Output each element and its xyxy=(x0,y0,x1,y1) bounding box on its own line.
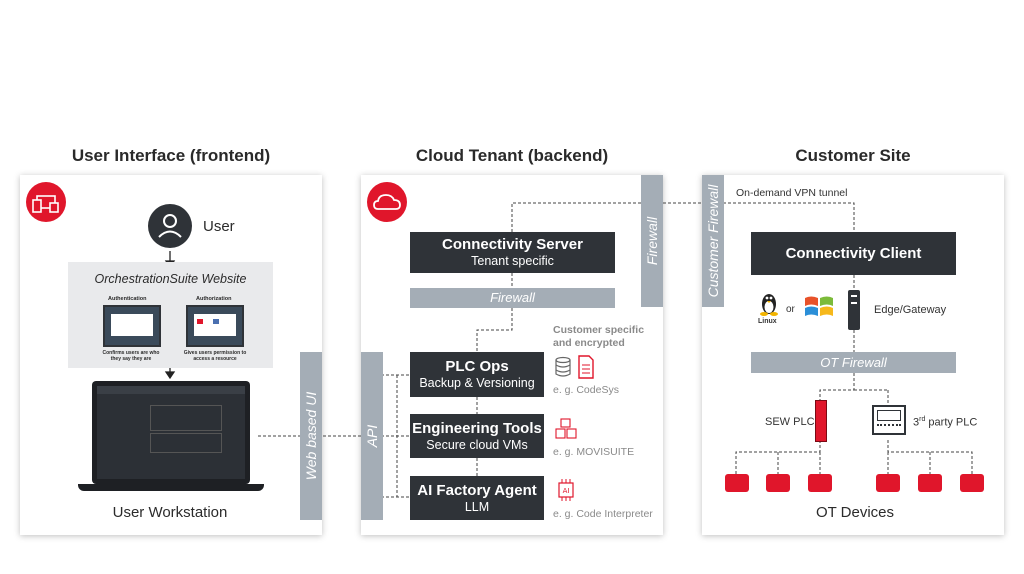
example-codesys: e. g. CodeSys xyxy=(553,384,619,396)
connectivity-server-title: Connectivity Server xyxy=(442,236,583,253)
vpn-tunnel-label: On-demand VPN tunnel xyxy=(736,187,848,199)
engineering-tools-title: Engineering Tools xyxy=(412,420,542,437)
website-title: OrchestrationSuite Website xyxy=(94,272,247,286)
user-label: User xyxy=(203,218,235,235)
backend-cloud-badge xyxy=(367,182,407,222)
authz-caption: Gives users permission to access a resou… xyxy=(183,350,247,362)
third-party-plc-device xyxy=(872,405,906,435)
web-ui-label: Web based UI xyxy=(303,391,319,481)
authz-monitor xyxy=(186,305,244,347)
laptop-app-screenshot xyxy=(97,386,245,479)
api-label: API xyxy=(364,424,380,448)
user-icon xyxy=(158,214,182,238)
engineering-tools-subtitle: Secure cloud VMs xyxy=(426,438,528,452)
plc-ops-box: PLC Ops Backup & Versioning xyxy=(410,352,544,397)
frontend-column-title: User Interface (frontend) xyxy=(71,146,271,165)
connectivity-client-title: Connectivity Client xyxy=(785,245,922,262)
ai-chip-icon: AI xyxy=(558,479,574,501)
customer-column-title: Customer Site xyxy=(795,146,911,165)
backend-firewall-horizontal: Firewall xyxy=(410,288,615,308)
ai-factory-agent-subtitle: LLM xyxy=(464,500,490,514)
backend-column-title: Cloud Tenant (backend) xyxy=(415,146,609,165)
connectivity-server-box: Connectivity Server Tenant specific xyxy=(410,232,615,273)
customer-specific-note: Customer specific and encrypted xyxy=(553,324,645,349)
customer-firewall-bar: Customer Firewall xyxy=(702,175,724,307)
ot-device-motor-1 xyxy=(725,474,749,492)
plc-ops-title: PLC Ops xyxy=(445,358,509,375)
laptop-base xyxy=(78,484,264,491)
backend-firewall-vertical: Firewall xyxy=(641,175,663,307)
ai-factory-agent-title: AI Factory Agent xyxy=(417,482,537,499)
user-avatar xyxy=(148,204,192,248)
database-icon xyxy=(555,356,571,377)
customer-firewall-label: Customer Firewall xyxy=(705,184,721,298)
ot-device-motor-6 xyxy=(960,474,984,492)
laptop-screen xyxy=(92,381,250,484)
windows-icon xyxy=(805,296,833,316)
ot-firewall-bar: OT Firewall xyxy=(751,352,956,373)
ot-device-motor-5 xyxy=(918,474,942,492)
third-party-plc-label: 3rd party PLC xyxy=(913,416,977,429)
or-label: or xyxy=(786,304,795,315)
example-code-interpreter: e. g. Code Interpreter xyxy=(553,508,653,520)
svg-text:AI: AI xyxy=(563,487,570,495)
authz-title: Authorization xyxy=(196,296,232,302)
workstation-label: User Workstation xyxy=(112,504,228,521)
cubes-icon xyxy=(555,418,577,439)
website-box: OrchestrationSuite Website Authenticatio… xyxy=(68,262,273,368)
sew-plc-label: SEW PLC xyxy=(765,416,815,428)
connectivity-server-subtitle: Tenant specific xyxy=(471,254,554,268)
ot-device-motor-4 xyxy=(876,474,900,492)
document-icon xyxy=(578,355,594,379)
third-party-prefix: 3 xyxy=(913,416,920,429)
ot-devices-label: OT Devices xyxy=(815,504,895,521)
third-party-sup: rd xyxy=(919,416,926,423)
auth-caption: Confirms users are who they say they are xyxy=(102,350,160,362)
api-bar: API xyxy=(361,352,383,520)
auth-monitor xyxy=(103,305,161,347)
ai-factory-agent-box: AI Factory Agent LLM xyxy=(410,476,544,520)
edge-gateway-device xyxy=(848,290,860,330)
ot-device-motor-2 xyxy=(766,474,790,492)
backend-firewall-vertical-label: Firewall xyxy=(644,216,660,266)
auth-title: Authentication xyxy=(108,296,147,302)
plc-ops-subtitle: Backup & Versioning xyxy=(419,376,535,390)
edge-gateway-label: Edge/Gateway xyxy=(874,304,947,316)
engineering-tools-box: Engineering Tools Secure cloud VMs xyxy=(410,414,544,458)
linux-tux-icon xyxy=(760,294,778,316)
web-ui-bar: Web based UI xyxy=(300,352,322,520)
devices-icon xyxy=(32,195,59,213)
ot-device-motor-3 xyxy=(808,474,832,492)
linux-label: Linux xyxy=(758,318,777,325)
connectivity-client-box: Connectivity Client xyxy=(751,232,956,275)
frontend-devices-badge xyxy=(26,182,66,222)
sew-plc-device xyxy=(815,400,827,442)
example-movisuite: e. g. MOVISUITE xyxy=(553,446,635,458)
cloud-icon xyxy=(373,194,401,210)
third-party-suffix: party PLC xyxy=(925,416,978,429)
